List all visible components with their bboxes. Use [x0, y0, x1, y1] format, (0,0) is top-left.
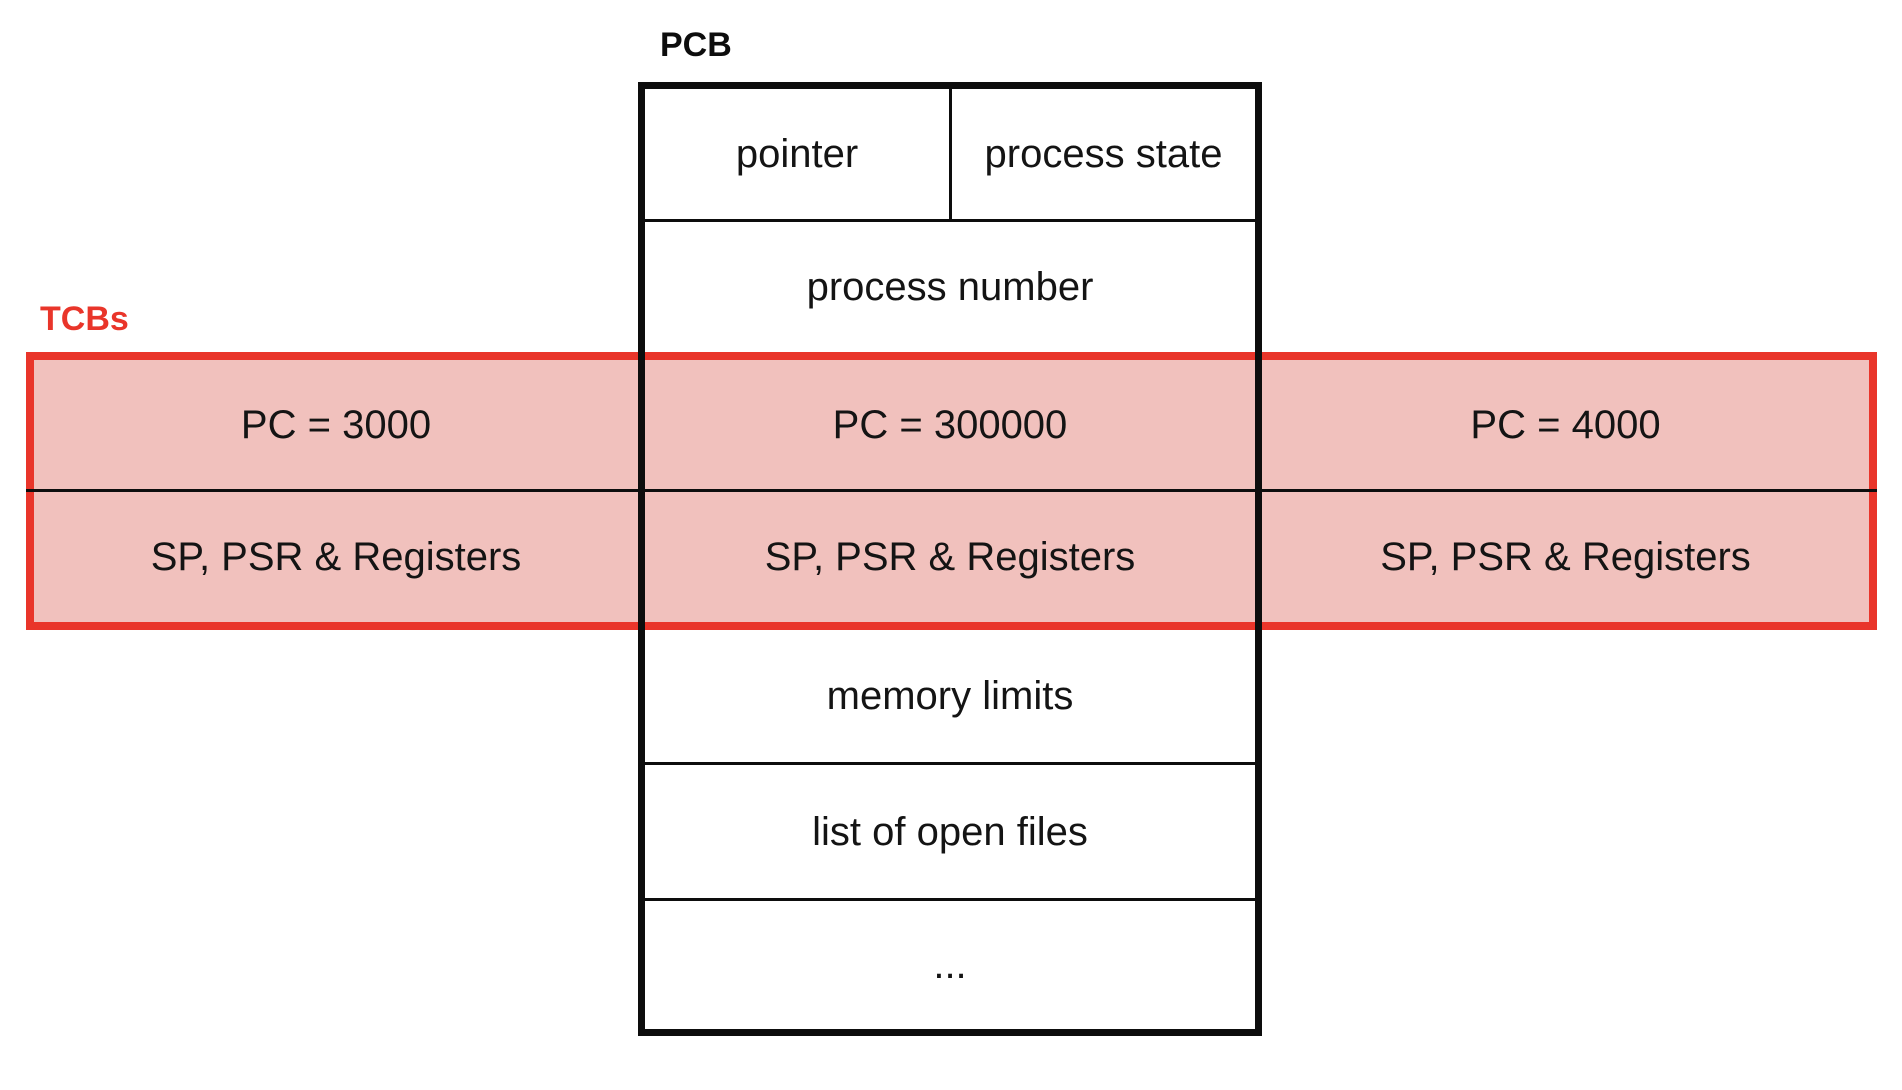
pcb-cell-open-files: list of open files: [812, 809, 1088, 854]
column-divider-pointer-processstate: [949, 89, 952, 219]
tcb-right-registers-cell: SP, PSR & Registers: [1380, 535, 1751, 579]
pcb-box-outline: [638, 82, 1262, 1036]
tcb-left-pc-cell: PC = 3000: [240, 402, 432, 447]
pcb-cell-process-state: process state: [984, 132, 1223, 176]
row-divider-openfiles-ellipsis: [645, 898, 1255, 901]
pcb-title-label: PCB: [660, 26, 732, 64]
tcb-middle-registers-cell: SP, PSR & Registers: [764, 535, 1136, 579]
pc-sp-divider-line: [26, 489, 1877, 492]
pcb-cell-memory-limits: memory limits: [826, 673, 1074, 718]
tcbs-title-label: TCBs: [40, 300, 129, 338]
pcb-cell-pointer: pointer: [735, 132, 859, 176]
tcb-right-pc-cell: PC = 4000: [1470, 402, 1661, 447]
row-divider-memorylimits-openfiles: [645, 762, 1255, 765]
row-divider-pointer-processnumber: [645, 219, 1255, 222]
tcb-left-registers-cell: SP, PSR & Registers: [150, 535, 522, 579]
tcb-middle-pc-cell: PC = 300000: [832, 402, 1068, 447]
pcb-cell-ellipsis: ...: [933, 943, 967, 987]
pcb-cell-process-number: process number: [806, 265, 1094, 309]
